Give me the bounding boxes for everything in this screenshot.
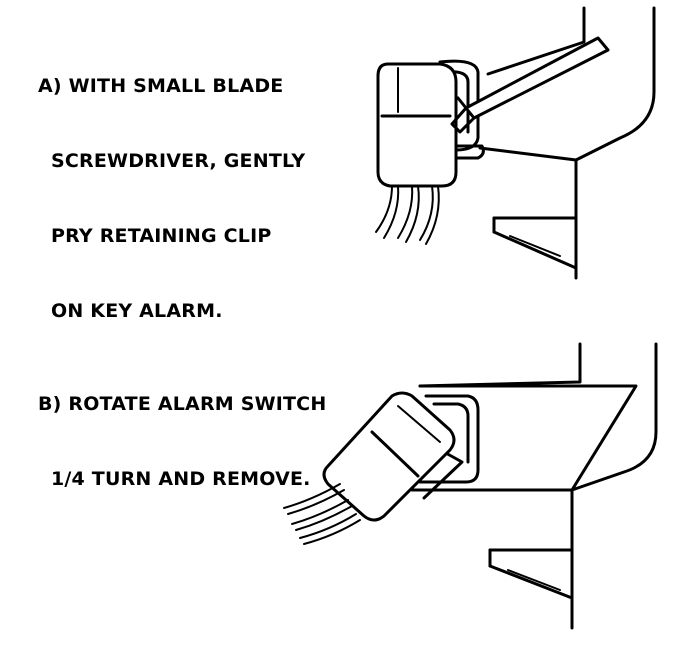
step-a-line-3: PRY RETAINING CLIP xyxy=(51,225,272,247)
step-b-line-2: 1/4 TURN AND REMOVE. xyxy=(51,468,311,490)
step-a-key-alarm-switch xyxy=(376,62,458,188)
step-a-column-housing xyxy=(478,6,656,280)
step-a-illustration xyxy=(375,6,656,280)
step-b-alarm-switch xyxy=(322,391,456,522)
step-b-illustration xyxy=(283,342,658,630)
step-a-line-1: A) WITH SMALL BLADE xyxy=(38,75,284,97)
step-b-column-housing xyxy=(410,342,658,630)
step-a-instructions: A) WITH SMALL BLADE SCREWDRIVER, GENTLY … xyxy=(38,24,305,374)
step-a-wires xyxy=(375,185,440,245)
step-a-screwdriver xyxy=(450,36,610,134)
step-a-line-4: ON KEY ALARM. xyxy=(51,300,223,322)
step-a-line-2: SCREWDRIVER, GENTLY xyxy=(51,150,306,172)
step-b-line-1: B) ROTATE ALARM SWITCH xyxy=(38,393,327,415)
step-b-instructions: B) ROTATE ALARM SWITCH 1/4 TURN AND REMO… xyxy=(38,342,326,542)
step-b-wires xyxy=(283,483,361,545)
